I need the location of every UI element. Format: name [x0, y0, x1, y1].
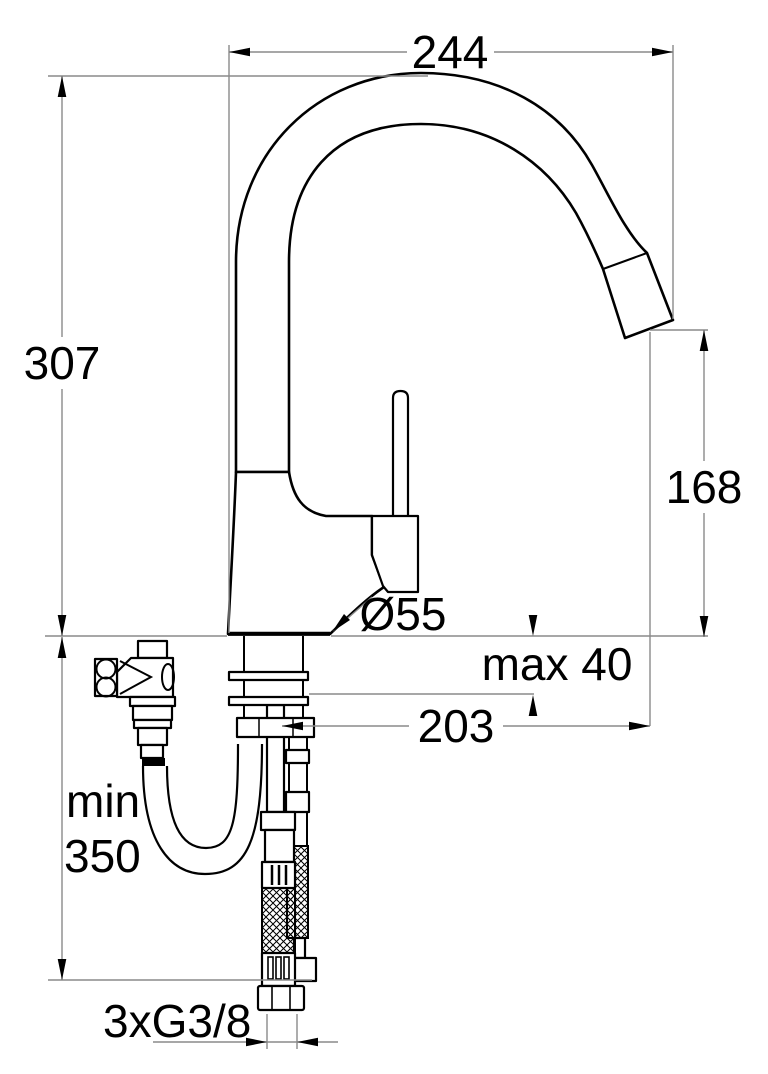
spray-head-joint-line — [602, 252, 648, 270]
dim-label-outlet-reach: 203 — [418, 700, 495, 752]
mounting-plate-lower — [227, 695, 310, 707]
valve-seal-ring — [142, 758, 165, 766]
lever-handle — [391, 389, 410, 519]
under-counter-assembly — [93, 636, 318, 1012]
dim-label-height: 307 — [24, 337, 101, 389]
faucet-outline — [226, 71, 675, 636]
valve-cone-detail — [119, 660, 154, 695]
valve-top-cap — [136, 639, 169, 660]
mixer-body — [226, 470, 386, 636]
dim-label-min-hose-word: min — [66, 775, 140, 827]
valve-port — [161, 663, 175, 691]
check-valve-assembly — [93, 639, 177, 766]
dim-label-counter-thickness: max 40 — [482, 638, 633, 690]
dimension-arrows — [57, 47, 709, 1047]
spout-gooseneck — [234, 71, 675, 474]
connection-hose-u — [141, 743, 264, 876]
cartridge-housing — [370, 514, 420, 594]
dim-label-outlet-height: 168 — [666, 461, 743, 513]
mounting-plate-upper — [227, 670, 310, 682]
braided-hose-section — [261, 887, 296, 954]
dim-label-spout-width: 244 — [412, 26, 489, 78]
hex-nut-g38 — [256, 984, 306, 1012]
dimension-lines — [45, 45, 708, 1049]
mounting-nut — [235, 716, 316, 739]
dim-label-base-diameter: Ø55 — [360, 588, 447, 640]
dimension-labels: 244 307 168 max 40 203 Ø55 min 350 3xG3/… — [24, 26, 743, 1047]
dim-label-min-hose-value: 350 — [64, 830, 141, 882]
dim-label-thread-spec: 3xG3/8 — [103, 995, 251, 1047]
